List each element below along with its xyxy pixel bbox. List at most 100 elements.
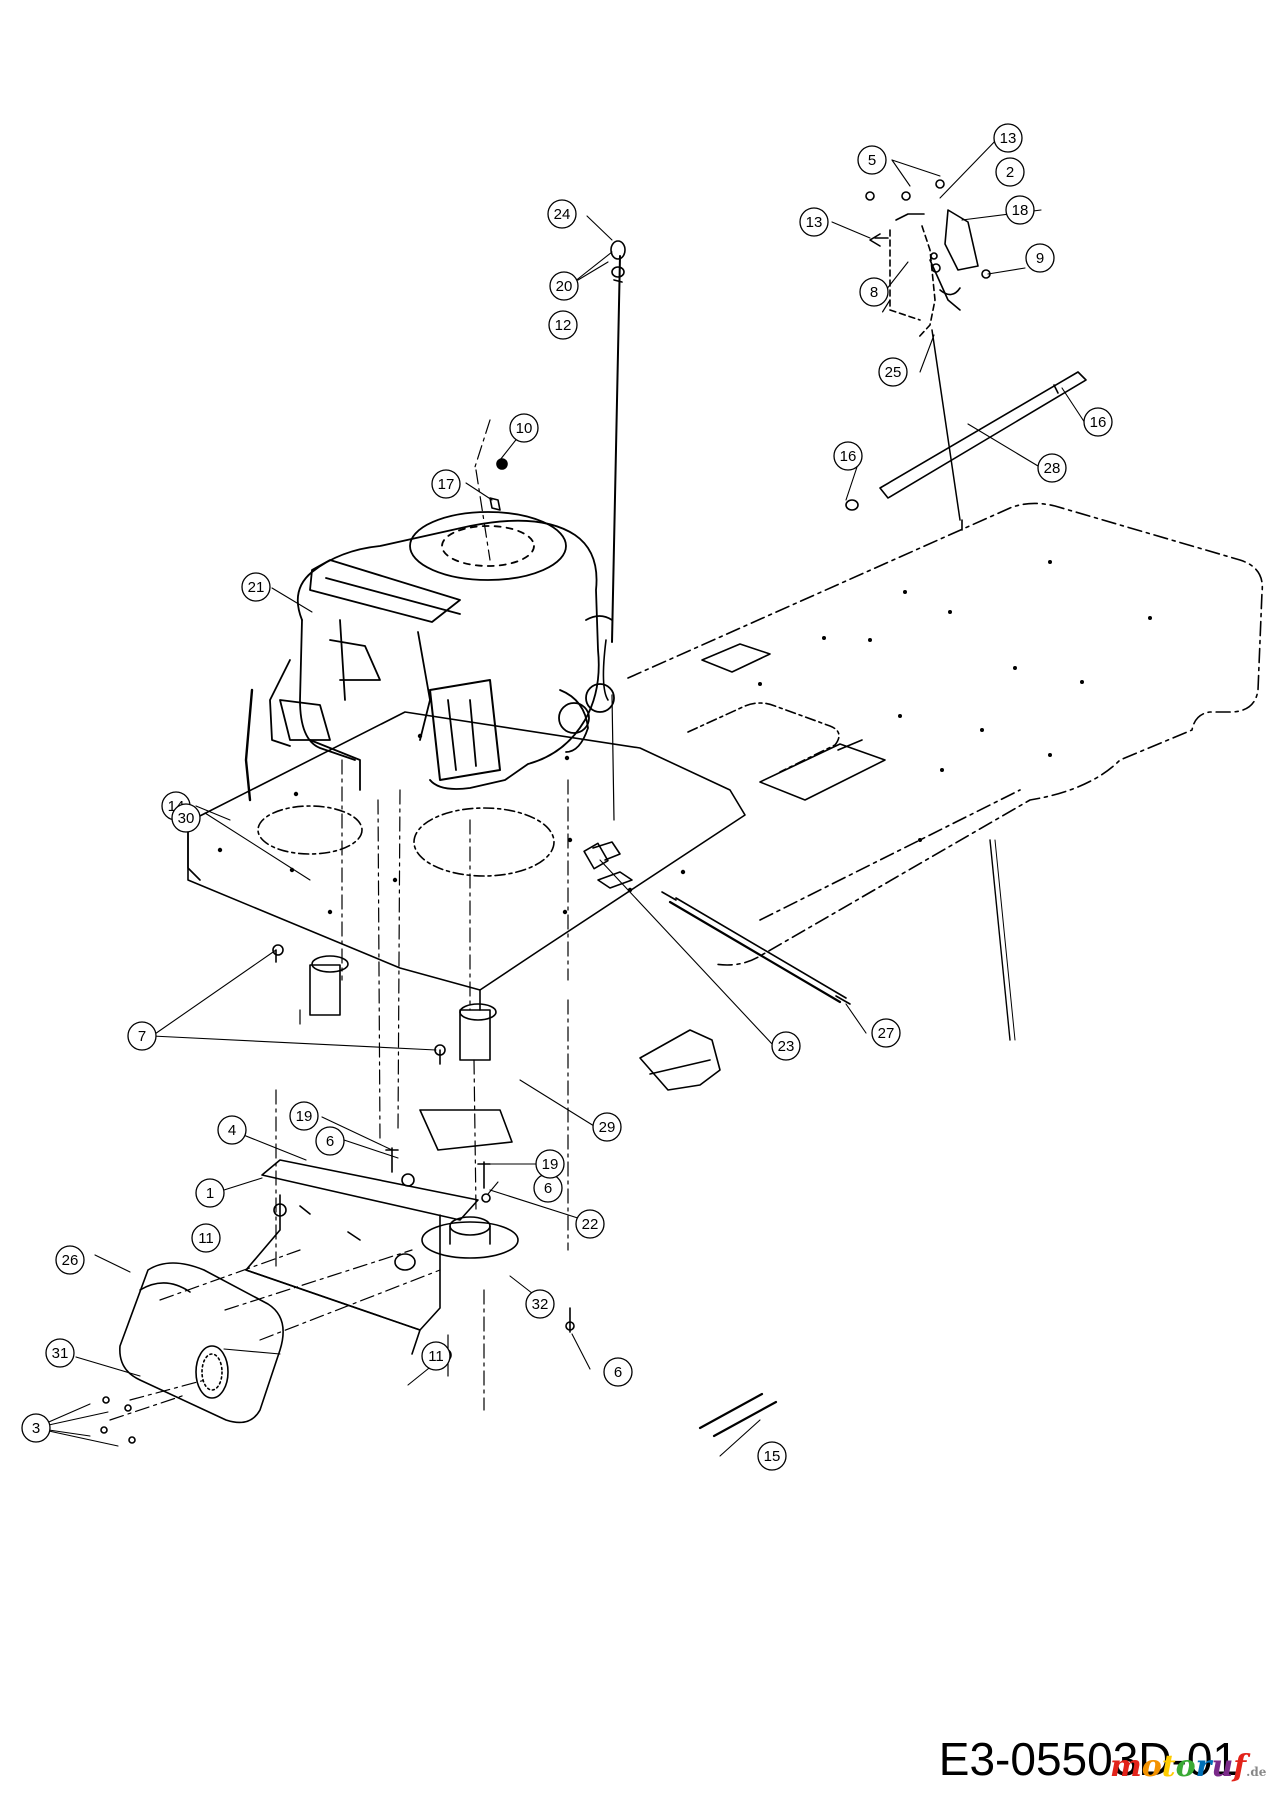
- engine: [269, 511, 615, 791]
- callout-number: 17: [438, 476, 455, 493]
- frame-plate: [187, 502, 1264, 1091]
- callout-circle: [547, 199, 577, 229]
- diagram-number: E3-05503D-01: [938, 1733, 1238, 1785]
- callout-circle: [535, 1149, 565, 1179]
- callout-number: 1: [206, 1185, 214, 1202]
- callout-20: 20: [549, 271, 579, 301]
- callout-circle: [45, 1338, 75, 1368]
- callout-number: 21: [248, 579, 265, 596]
- callout-leaders: [34, 135, 1086, 1457]
- callout-number: 6: [544, 1180, 552, 1197]
- callout-number: 19: [542, 1156, 559, 1173]
- callout-number: 13: [1000, 130, 1017, 147]
- callout-circle: [871, 1018, 901, 1048]
- callout-circle: [799, 207, 829, 237]
- callout-number: 20: [556, 278, 573, 295]
- watermark-letter: o: [1141, 1749, 1162, 1784]
- callout-18: 18: [1005, 195, 1035, 225]
- dipstick-tube: [602, 240, 626, 821]
- callout-circle: [289, 1101, 319, 1131]
- callout-circle: [1037, 453, 1067, 483]
- callout-25: 25: [878, 357, 908, 387]
- watermark-letter: o: [1175, 1749, 1196, 1784]
- callout-circle: [993, 123, 1023, 153]
- callout-number: 3: [32, 1420, 40, 1437]
- callout-32: 32: [525, 1289, 555, 1319]
- callout-number: 7: [138, 1028, 146, 1045]
- control-cable: [989, 839, 1016, 1041]
- callout-1: 1: [195, 1178, 225, 1208]
- callout-8: 8: [859, 277, 889, 307]
- callout-4: 4: [217, 1115, 247, 1145]
- callout-number: 13: [806, 214, 823, 231]
- callout-number: 32: [532, 1296, 549, 1313]
- callout-number: 27: [878, 1025, 895, 1042]
- alignment-lines: [109, 299, 891, 1421]
- callout-circle: [525, 1289, 555, 1319]
- fuel-line: [583, 842, 851, 1005]
- callout-circle: [995, 157, 1025, 187]
- callout-12: 12: [548, 310, 578, 340]
- callout-number: 8: [870, 284, 878, 301]
- callout-number: 2: [1006, 164, 1014, 181]
- callout-15: 15: [757, 1441, 787, 1471]
- callout-circle: [21, 1413, 51, 1443]
- callout-number: 16: [1090, 414, 1107, 431]
- callout-6: 6: [315, 1126, 345, 1156]
- mount-spacers: [309, 955, 513, 1151]
- callout-number: 19: [296, 1108, 313, 1125]
- watermark-letter: m: [1110, 1749, 1142, 1784]
- callout-10: 10: [509, 413, 539, 443]
- watermark-logo: motoruf.de: [1110, 1749, 1266, 1784]
- callout-circle: [878, 357, 908, 387]
- callout-28: 28: [1037, 453, 1067, 483]
- callout-6: 6: [603, 1357, 633, 1387]
- callout-number: 9: [1036, 250, 1044, 267]
- callout-17: 17: [431, 469, 461, 499]
- callout-30: 30: [171, 803, 201, 833]
- callout-circle: [548, 310, 578, 340]
- muffler: [119, 1262, 284, 1424]
- callout-27: 27: [871, 1018, 901, 1048]
- callout-number: 12: [555, 317, 572, 334]
- callout-circle: [191, 1223, 221, 1253]
- callout-number: 30: [178, 810, 195, 827]
- callout-19: 19: [289, 1101, 319, 1131]
- callout-circle: [315, 1126, 345, 1156]
- callout-number: 24: [554, 206, 571, 223]
- callout-number: 5: [868, 152, 876, 169]
- callout-circle: [55, 1245, 85, 1275]
- watermark-suffix: .de: [1246, 1765, 1267, 1779]
- callout-number: 16: [840, 448, 857, 465]
- callout-number: 6: [326, 1133, 334, 1150]
- callout-labels: 1234566678910111112131314151616171819192…: [21, 123, 1113, 1471]
- callout-circle: [241, 572, 271, 602]
- hardware-fasteners: [100, 179, 991, 1444]
- throttle-control: [869, 209, 979, 531]
- callout-number: 23: [778, 1038, 795, 1055]
- callout-number: 22: [582, 1216, 599, 1233]
- callout-circle: [757, 1441, 787, 1471]
- callout-7: 7: [127, 1021, 157, 1051]
- callout-number: 18: [1012, 202, 1029, 219]
- callout-16: 16: [833, 441, 863, 471]
- callout-26: 26: [55, 1245, 85, 1275]
- callout-13: 13: [993, 123, 1023, 153]
- callout-number: 26: [62, 1252, 79, 1269]
- callout-circle: [171, 803, 201, 833]
- callout-circle: [857, 145, 887, 175]
- callout-circle: [509, 413, 539, 443]
- callout-number: 28: [1044, 460, 1061, 477]
- callout-11: 11: [191, 1223, 221, 1253]
- exhaust-bracket: [245, 1159, 479, 1355]
- callout-21: 21: [241, 572, 271, 602]
- callout-number: 6: [614, 1364, 622, 1381]
- callout-circle: [195, 1178, 225, 1208]
- callout-22: 22: [575, 1209, 605, 1239]
- watermark-letter: u: [1211, 1749, 1234, 1784]
- callout-circle: [833, 441, 863, 471]
- callout-2: 2: [995, 157, 1025, 187]
- callout-number: 31: [52, 1345, 69, 1362]
- callout-circle: [575, 1209, 605, 1239]
